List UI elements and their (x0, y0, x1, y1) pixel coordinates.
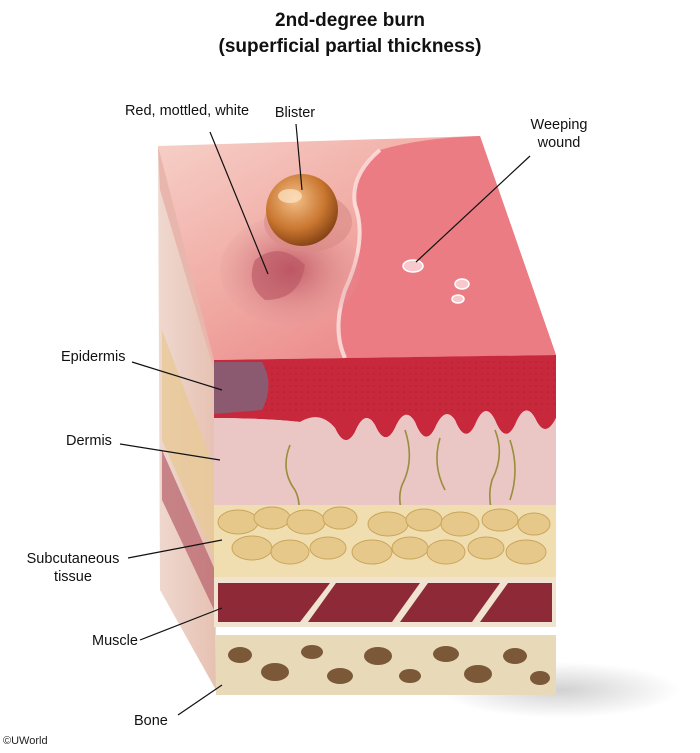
fat-lobules (217, 506, 551, 565)
epidermis-mottled-corner (214, 362, 269, 414)
epidermis-texture (260, 360, 556, 412)
leader-blister (295, 123, 303, 191)
leader-muscle (139, 607, 223, 641)
front-dermis (214, 410, 556, 505)
leader-bone (177, 684, 223, 716)
label-red-mottled-white: Red, mottled, white (124, 103, 250, 119)
muscle-bundles (218, 583, 552, 622)
copyright-notice: ©UWorld (3, 735, 48, 747)
side-epidermis (158, 146, 214, 370)
side-muscle-band (162, 450, 215, 612)
droplet-2 (454, 278, 470, 290)
droplet-3 (451, 294, 465, 304)
label-blister: Blister (274, 105, 316, 121)
blister-highlight (278, 189, 302, 203)
weeping-wound-area (337, 136, 556, 358)
diagram-title-line-1: 2nd-degree burn (275, 10, 425, 31)
leader-epidermis (131, 361, 223, 391)
label-bone: Bone (134, 713, 168, 729)
leader-red-mottled (209, 131, 269, 275)
diagram-title-line-2: (superficial partial thickness) (218, 36, 482, 57)
label-subcutaneous-line-1: Subcutaneous (26, 551, 120, 567)
label-weeping-line-2: wound (537, 135, 581, 151)
leader-weeping (415, 155, 531, 263)
side-fat-band (162, 330, 215, 560)
mottled-patch (251, 251, 305, 300)
label-epidermis: Epidermis (61, 349, 126, 365)
wound-ridge (336, 148, 382, 359)
droplet-1 (402, 259, 424, 273)
leader-lines (119, 123, 531, 716)
leader-subq (127, 539, 223, 559)
label-subcutaneous-line-2: tissue (54, 569, 92, 585)
bone-trabeculae (228, 645, 550, 685)
label-dermis: Dermis (66, 433, 112, 449)
label-muscle: Muscle (92, 633, 138, 649)
leader-dermis (119, 443, 221, 461)
label-weeping-line-1: Weeping (530, 117, 588, 133)
